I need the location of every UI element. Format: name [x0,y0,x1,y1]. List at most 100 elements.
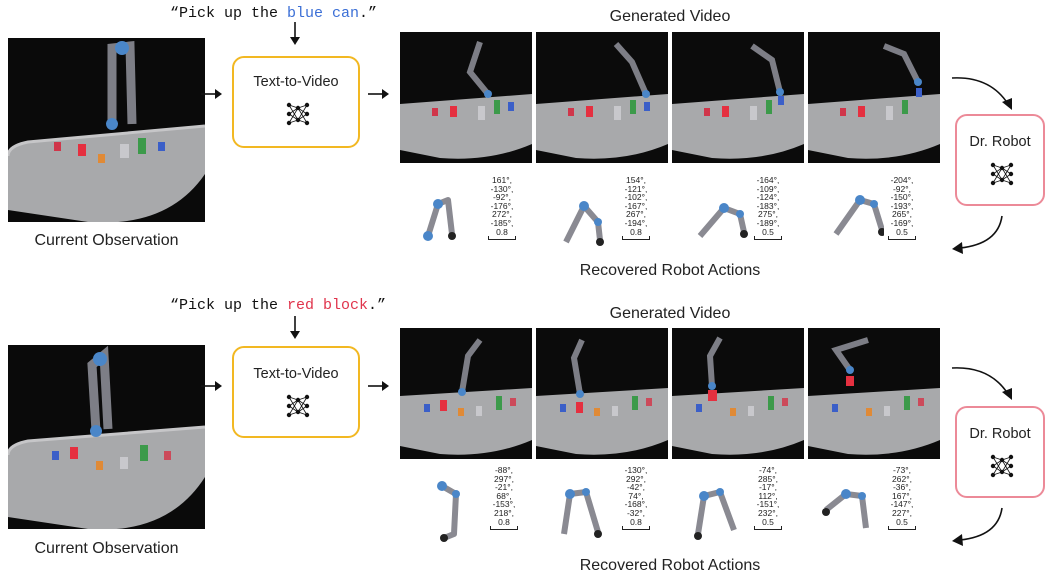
joint-value: -102°, [624,192,648,203]
gripper-value: 0.5 [762,516,774,527]
joint-value: -32°, [626,507,646,518]
prompt-suffix: .” [368,297,387,314]
vector-bracket [888,236,916,241]
robot-pose-icon [697,203,748,238]
current-observation-label: Current Observation [34,232,179,249]
gripper-value: 0.8 [496,226,508,237]
joint-value: 297°, [494,473,514,484]
vector-bracket [754,236,782,241]
generated-frame-3 [672,32,804,163]
joint-value: -36°, [892,482,912,493]
vector-bracket [488,236,516,241]
joint-value: -185°, [490,217,514,228]
joint-value: -92°, [892,183,912,194]
curved-arrow-out [952,215,1003,254]
current-observation-image [8,38,205,222]
current-observation-label: Current Observation [34,540,179,557]
joint-value: -73°, [892,465,912,475]
gripper-value: 0.5 [762,226,774,237]
neural-network-icon [286,394,310,418]
generated-video-label: Generated Video [609,8,731,25]
vector-bracket [754,526,782,531]
generated-frame-2 [536,32,668,163]
dr-robot-box: Dr. Robot [955,114,1045,206]
dr-robot-box: Dr. Robot [955,406,1045,498]
joint-value: 154°, [626,175,646,185]
generated-video-label: Generated Video [609,305,731,322]
neural-network-icon [286,102,310,126]
gripper-value: 0.8 [498,516,510,527]
curved-arrow-in [951,367,1012,400]
generated-frame-2 [536,328,668,459]
generated-frame-3 [672,328,804,459]
robot-pose-icon [822,489,869,529]
joint-value: -194°, [624,217,648,228]
prompt-suffix: .” [359,5,378,22]
action-vector-1: 161°,-130°,-92°,-176°,272°,-185°,0.8 [486,176,518,241]
vector-bracket [888,526,916,531]
prompt-text: “Pick up the red block.” [170,297,386,314]
joint-value: 292°, [626,473,646,484]
generated-frame-4 [808,32,940,163]
joint-value: 68°, [496,490,512,501]
gripper-value: 0.8 [630,516,642,527]
gripper-value: 0.8 [630,226,642,237]
text-to-video-box: Text-to-Video [232,56,360,148]
joint-value: -169°, [890,217,914,228]
joint-value: -17°, [758,482,778,493]
arrow-right [201,89,222,99]
joint-value: 167°, [892,490,912,501]
generated-frame-1 [400,328,532,459]
curved-arrow-out [952,507,1003,546]
joint-value: 285°, [758,473,778,484]
joint-value: 267°, [626,209,646,220]
joint-value: -124°, [756,192,780,203]
action-vector-1: -88°,297°,-21°,68°,-153°,218°,0.8 [488,466,520,531]
joint-value: -147°, [890,499,914,510]
gripper-value: 0.5 [896,516,908,527]
dr-robot-label: Dr. Robot [969,134,1031,150]
joint-value: -121°, [624,183,648,194]
robot-pose-icon [561,488,602,538]
joint-value: 232°, [758,507,778,518]
joint-value: 265°, [892,209,912,220]
joint-value: 272°, [492,209,512,220]
joint-value: -151°, [756,499,780,510]
vector-bracket [622,236,650,241]
robot-pose-icon [694,488,737,540]
prompt-object: blue can [287,5,360,22]
text-to-video-label: Text-to-Video [253,74,339,90]
joint-value: -193°, [890,200,914,211]
neural-network-icon [990,454,1014,478]
joint-value: -130°, [490,183,514,194]
recovered-actions-label: Recovered Robot Actions [579,262,761,279]
action-vector-4: -204°,-92°,-150°,-193°,265°,-169°,0.5 [886,176,918,241]
joint-value: -21°, [494,482,514,493]
joint-value: 218°, [494,507,514,518]
vector-bracket [490,526,518,531]
text-to-video-box: Text-to-Video [232,346,360,438]
scene-illustration [8,40,205,222]
curved-arrow-in [951,77,1012,110]
joint-value: -164°, [756,175,780,185]
joint-value: -176°, [490,200,514,211]
joint-value: -167°, [624,200,648,211]
current-observation-image [8,345,205,529]
action-vector-4: -73°,262°,-36°,167°,-147°,227°,0.5 [886,465,918,531]
joint-value: -189°, [756,217,780,228]
recovered-actions-label: Recovered Robot Actions [579,557,761,574]
joint-value: 112°, [758,490,778,501]
joint-value: 227°, [892,507,912,518]
robot-pose-icon [833,195,884,236]
prompt-prefix: “Pick up the [170,5,288,22]
robot-pose-icon [563,201,604,246]
arrow-right [368,381,389,391]
joint-value: 262°, [892,473,912,484]
generated-frame-4 [808,328,940,459]
robot-pose-icon [423,197,456,241]
action-vector-2: -130°,292°,-42°,74°,-168°,-32°,0.8 [620,466,652,531]
joint-value: -150°, [890,192,914,203]
dr-robot-label: Dr. Robot [969,426,1031,442]
vector-bracket [622,526,650,531]
gripper-value: 0.5 [896,226,908,237]
